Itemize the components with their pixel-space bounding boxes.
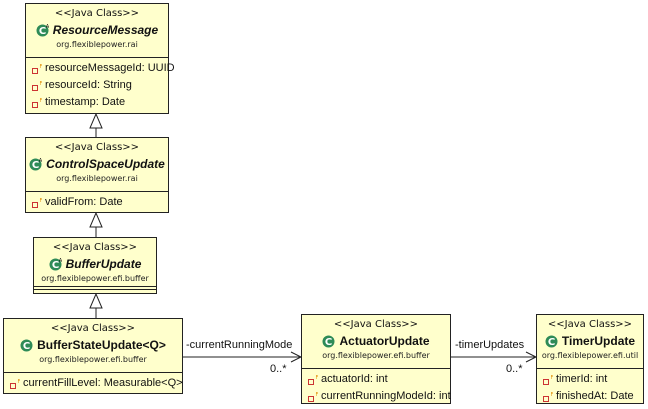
- svg-text:F: F: [316, 375, 319, 381]
- class-buffer-state-update[interactable]: <<Java Class>> C BufferStateUpdate<Q> or…: [3, 318, 183, 394]
- svg-text:F: F: [18, 379, 21, 385]
- generalization-arrowhead: [89, 112, 103, 129]
- attribute-label: resourceMessageId: UUID: [45, 62, 175, 74]
- svg-text:C: C: [325, 337, 332, 348]
- svg-text:F: F: [316, 392, 319, 398]
- attribute-row[interactable]: F currentRunningModeId: int: [308, 388, 451, 405]
- generalization-arrowhead: [89, 211, 103, 228]
- association-role-label: -timerUpdates: [455, 339, 525, 351]
- attribute-label: timerId: int: [556, 373, 608, 385]
- attribute-label: validFrom: Date: [45, 196, 123, 208]
- attributes-section: [34, 286, 156, 289]
- svg-text:F: F: [40, 64, 43, 70]
- attribute-label: resourceId: String: [45, 79, 132, 91]
- abstract-class-icon: C A: [36, 24, 49, 37]
- attribute-row[interactable]: F timerId: int: [543, 371, 643, 388]
- stereotype-label: <<Java Class>>: [547, 319, 633, 330]
- svg-text:A: A: [39, 158, 42, 164]
- class-icon: C: [545, 335, 558, 348]
- package-name: org.flexiblepower.efi.buffer: [39, 355, 147, 364]
- class-control-space-update[interactable]: <<Java Class>> C A ControlSpaceUpdate or…: [25, 137, 169, 213]
- class-resource-message[interactable]: <<Java Class>> C A ResourceMessage org.f…: [25, 3, 175, 114]
- svg-text:F: F: [40, 81, 43, 87]
- package-name: org.flexiblepower.efi.util: [541, 351, 639, 360]
- class-name: ActuatorUpdate: [339, 334, 430, 348]
- svg-text:C: C: [548, 337, 555, 348]
- association-multiplicity-label: 0..*: [506, 363, 523, 375]
- svg-text:F: F: [40, 98, 43, 104]
- association-role-label: -currentRunningMode: [186, 339, 293, 351]
- final-field-icon: F: [10, 379, 20, 389]
- svg-text:F: F: [40, 198, 43, 204]
- package-name: org.flexiblepower.rai: [56, 174, 138, 183]
- class-timer-update[interactable]: <<Java Class>> C TimerUpdate org.flexibl…: [536, 314, 644, 404]
- final-field-icon: F: [32, 198, 42, 208]
- svg-text:F: F: [551, 375, 554, 381]
- svg-text:F: F: [551, 392, 554, 398]
- class-name: BufferStateUpdate<Q>: [37, 338, 166, 352]
- svg-text:A: A: [58, 258, 61, 264]
- attribute-row[interactable]: F resourceId: String: [32, 77, 168, 94]
- stereotype-label: <<Java Class>>: [50, 323, 136, 334]
- attribute-row[interactable]: F validFrom: Date: [32, 194, 168, 211]
- stereotype-label: <<Java Class>>: [54, 142, 140, 153]
- attribute-row[interactable]: F finishedAt: Date: [543, 388, 643, 405]
- final-field-icon: F: [32, 64, 42, 74]
- attributes-section: F actuatorId: int F currentRunningModeId…: [302, 368, 451, 407]
- attributes-section: F resourceMessageId: UUID F resourceId: …: [26, 57, 175, 113]
- attribute-label: finishedAt: Date: [556, 390, 634, 402]
- association-multiplicity-label: 0..*: [270, 363, 287, 375]
- final-field-icon: F: [543, 375, 553, 385]
- package-name: org.flexiblepower.efi.buffer: [322, 351, 430, 360]
- attribute-label: actuatorId: int: [321, 373, 388, 385]
- abstract-class-icon: C A: [29, 158, 42, 171]
- package-name: org.flexiblepower.rai: [56, 40, 138, 49]
- attributes-section: F timerId: int F finishedAt: Date: [537, 368, 643, 407]
- attribute-row[interactable]: F timestamp: Date: [32, 94, 168, 111]
- class-name: BufferUpdate: [65, 257, 142, 271]
- operations-section: [34, 289, 156, 293]
- attribute-row[interactable]: F actuatorId: int: [308, 371, 450, 388]
- attributes-section: F currentFillLevel: Measurable<Q>: [4, 372, 183, 394]
- final-field-icon: F: [543, 392, 553, 402]
- final-field-icon: F: [32, 98, 42, 108]
- class-icon: C: [20, 339, 33, 352]
- class-icon: C: [322, 335, 335, 348]
- attributes-section: F validFrom: Date: [26, 191, 168, 213]
- attribute-row[interactable]: F resourceMessageId: UUID: [32, 60, 175, 77]
- class-actuator-update[interactable]: <<Java Class>> C ActuatorUpdate org.flex…: [301, 314, 451, 404]
- generalization-arrowhead: [89, 292, 103, 309]
- attribute-row[interactable]: F currentFillLevel: Measurable<Q>: [10, 375, 183, 392]
- stereotype-label: <<Java Class>>: [54, 8, 140, 19]
- svg-text:C: C: [51, 260, 58, 271]
- attribute-label: currentFillLevel: Measurable<Q>: [23, 377, 183, 389]
- abstract-class-icon: C A: [49, 258, 62, 271]
- class-name: ResourceMessage: [52, 23, 159, 37]
- svg-text:C: C: [23, 341, 30, 352]
- final-field-icon: F: [308, 375, 318, 385]
- package-name: org.flexiblepower.efi.buffer: [41, 274, 149, 283]
- final-field-icon: F: [308, 392, 318, 402]
- attribute-label: currentRunningModeId: int: [321, 390, 451, 402]
- stereotype-label: <<Java Class>>: [333, 319, 419, 330]
- class-name: TimerUpdate: [561, 334, 636, 348]
- class-name: ControlSpaceUpdate: [46, 157, 165, 171]
- final-field-icon: F: [32, 81, 42, 91]
- stereotype-label: <<Java Class>>: [52, 242, 138, 253]
- svg-text:C: C: [39, 26, 46, 37]
- svg-text:C: C: [32, 160, 39, 171]
- class-buffer-update[interactable]: <<Java Class>> C A BufferUpdate org.flex…: [33, 237, 157, 294]
- attribute-label: timestamp: Date: [45, 96, 126, 108]
- svg-text:A: A: [46, 24, 49, 30]
